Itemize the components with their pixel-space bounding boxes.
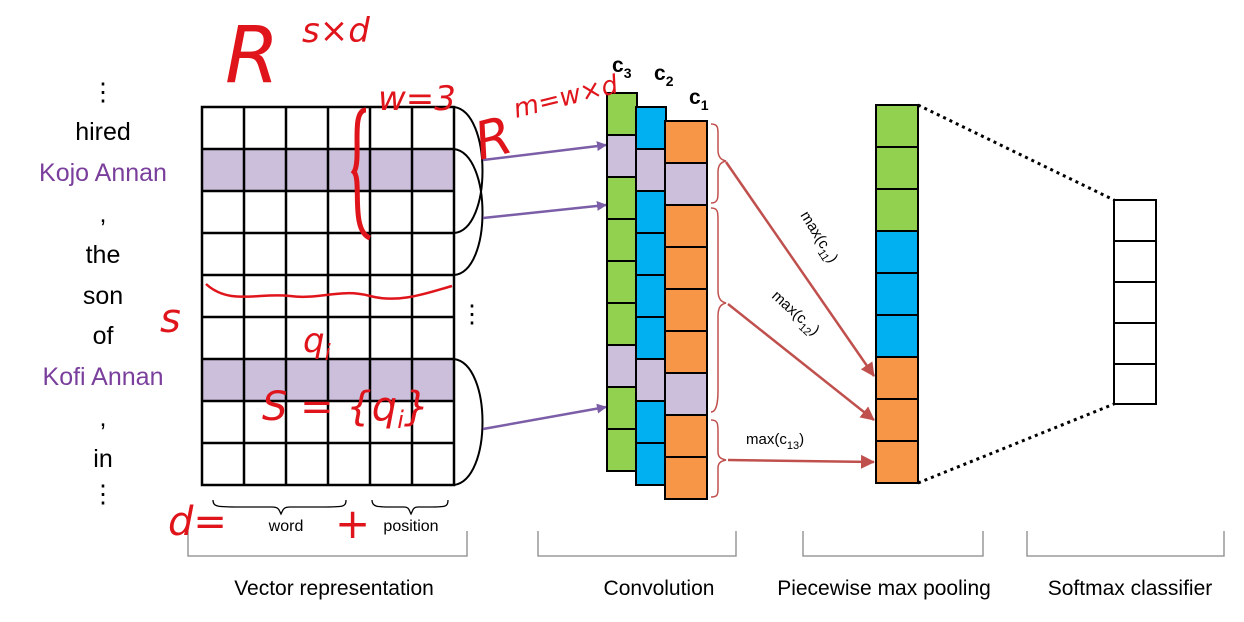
handwriting-filter-dims: m=w×d [510, 70, 621, 125]
sentence-token: , [100, 404, 107, 432]
handwriting-s: s [160, 296, 181, 342]
window-to-conv-arrows [482, 141, 607, 431]
feature-map-c1 [664, 120, 708, 500]
handwriting-plus: + [335, 499, 370, 548]
pooling-arrows [724, 161, 876, 469]
max-label-c11: max(c11) [793, 208, 841, 268]
matrix-side-ellipsis: ⋮ [460, 300, 485, 328]
vector-matrix: ⋮ word position [200, 105, 485, 535]
pooled-vector [875, 104, 919, 484]
channel-label-c1: c1 [689, 86, 709, 113]
stage-brackets [187, 531, 1225, 557]
sentence-token: , [100, 200, 107, 228]
stage-label-pooling: Piecewise max pooling [777, 577, 991, 600]
matrix-braces [212, 499, 449, 516]
max-label-c12: max(c12) [766, 287, 823, 341]
stage-label-softmax: Softmax classifier [1048, 577, 1213, 600]
handwriting-sxd: s×d [302, 11, 370, 51]
sentence-top-ellipsis: ⋮ [91, 78, 116, 106]
window-arcs [453, 106, 484, 486]
sentence-entity-token: Kojo Annan [39, 159, 167, 187]
handwriting-w: w=3 [378, 79, 456, 119]
stage-label-convolution: Convolution [604, 577, 715, 600]
handwritten-annotations: R s×d w=3 R m=w×d s qi S = {qi} d= + [160, 11, 622, 548]
handwriting-r: R [225, 11, 279, 101]
sentence-token: in [93, 445, 112, 473]
channel-label-c2: c2 [654, 62, 674, 89]
feature-map-c2 [635, 106, 667, 486]
word-label: word [268, 518, 304, 535]
handwriting-r-filter: R [469, 106, 519, 173]
handwriting-underline [205, 283, 453, 300]
softmax-output [1113, 199, 1157, 405]
sentence-column: ⋮ hired Kojo Annan , the son of Kofi Ann… [39, 78, 167, 508]
handwriting-s-set: S = {qi} [262, 384, 429, 434]
sentence-token: son [83, 282, 123, 310]
feature-map-c3 [606, 92, 638, 472]
handwriting-d: d= [168, 499, 227, 545]
segment-braces [710, 123, 727, 498]
conv-feature-maps [606, 92, 708, 500]
stage-label-vector: Vector representation [234, 577, 434, 600]
handwriting-window-brace [350, 107, 372, 241]
sentence-token: hired [75, 118, 131, 146]
handwriting-qi: qi [303, 321, 331, 366]
sentence-token: of [93, 322, 114, 350]
max-label-c13: max(c13) [746, 431, 804, 452]
matrix-grid [200, 105, 456, 487]
sentence-token: the [86, 241, 121, 269]
position-label: position [383, 518, 438, 535]
dense-connectors [917, 103, 1115, 485]
sentence-entity-token: Kofi Annan [43, 363, 164, 391]
sentence-bottom-ellipsis: ⋮ [91, 480, 116, 508]
